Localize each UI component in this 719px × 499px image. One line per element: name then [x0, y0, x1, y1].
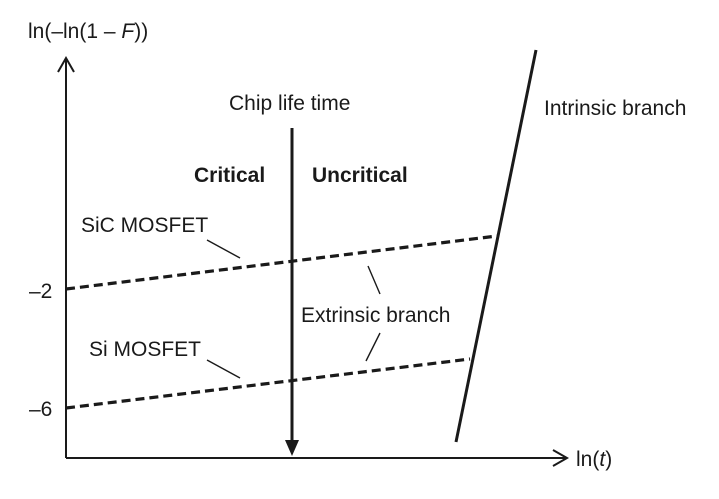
uncritical-label: Uncritical — [312, 164, 408, 187]
si-mosfet-label: Si MOSFET — [89, 338, 201, 361]
x-axis-label: ln(t) — [576, 448, 612, 471]
x-axis-arrowhead — [552, 449, 570, 467]
y-axis-label: ln(–ln(1 – F)) — [28, 20, 148, 43]
sic-mosfet-line — [65, 234, 498, 291]
si-mosfet-line — [65, 357, 471, 410]
sic-mosfet-label: SiC MOSFET — [81, 214, 208, 237]
extrinsic-branch-label: Extrinsic branch — [301, 304, 450, 327]
y-axis-arrowhead — [57, 55, 75, 73]
extrinsic-leader-top — [367, 265, 381, 295]
extrinsic-leader-bottom — [365, 332, 381, 362]
y-tick-minus6: –6 — [29, 398, 52, 421]
intrinsic-branch-label: Intrinsic branch — [544, 97, 686, 120]
si-label-leader — [206, 359, 241, 379]
sic-label-leader — [206, 239, 241, 259]
critical-label: Critical — [194, 164, 265, 187]
chip-life-time-arrowhead — [285, 440, 299, 456]
intrinsic-branch-line — [454, 49, 538, 443]
chip-life-time-label: Chip life time — [229, 92, 350, 115]
y-tick-minus2: –2 — [29, 280, 52, 303]
